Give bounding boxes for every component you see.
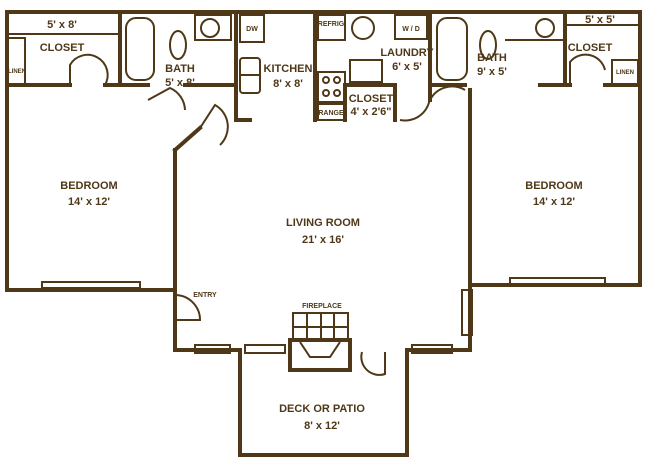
- bedroom-left-size: 14' x 12': [68, 196, 110, 208]
- labels: 5' x 8' CLOSET LINEN BATH 5' x 8' DW KIT…: [8, 14, 634, 432]
- wd-label: W / D: [402, 26, 420, 33]
- bedroom-right-label: BEDROOM: [525, 180, 582, 192]
- linen-right-shelf: [611, 59, 639, 86]
- bedroom-right-size: 14' x 12': [533, 196, 575, 208]
- tub-right: [436, 17, 468, 81]
- living-room-label: LIVING ROOM: [286, 217, 360, 229]
- closet-left-label: CLOSET: [40, 42, 85, 54]
- bath-left-size: 5' x 8': [165, 77, 195, 89]
- kitchen-label: KITCHEN: [264, 63, 313, 75]
- range: [317, 71, 346, 103]
- refrigerator: [317, 14, 346, 41]
- sink-right-icon: [535, 18, 555, 38]
- bath-right-size: 9' x 5': [477, 66, 507, 78]
- living-room-size: 21' x 16': [302, 234, 344, 246]
- toilet-left: [169, 30, 187, 60]
- sink-left-icon: [200, 18, 220, 38]
- laundry-counter: [349, 59, 383, 83]
- linen-left-label: LINEN: [8, 69, 26, 75]
- dw-label: DW: [246, 26, 258, 33]
- refrig-label: REFRIG: [318, 21, 345, 28]
- closet-right-size: 5' x 5': [585, 14, 615, 26]
- doors: [69, 53, 606, 376]
- linen-right-label: LINEN: [616, 70, 634, 76]
- washer-dryer: [394, 14, 428, 40]
- water-heater: [351, 16, 375, 40]
- range-label: RANGE: [318, 110, 344, 117]
- fireplace: [288, 312, 352, 372]
- patio-size: 8' x 12': [304, 420, 340, 432]
- entry-label: ENTRY: [193, 292, 217, 299]
- patio-label: DECK OR PATIO: [279, 403, 365, 415]
- linen-left-shelf: [6, 37, 26, 86]
- vanity-left: [194, 14, 232, 41]
- toilet-right: [479, 30, 497, 60]
- kitchen-size: 8' x 8': [273, 78, 303, 90]
- fixtures: [6, 14, 640, 121]
- dishwasher: [239, 14, 265, 43]
- laundry-label: LAUNDRY: [380, 47, 434, 59]
- closet-left-size: 5' x 8': [47, 19, 77, 31]
- windows: [41, 277, 606, 354]
- laundry-size: 6' x 5': [392, 61, 422, 73]
- bath-right-label: BATH: [477, 52, 507, 64]
- closet-mid-size: 4' x 2'6": [350, 106, 391, 118]
- bath-left-label: BATH: [165, 63, 195, 75]
- tub-left: [125, 17, 155, 81]
- bedroom-left-label: BEDROOM: [60, 180, 117, 192]
- closet-right-label: CLOSET: [568, 42, 613, 54]
- closet-mid-label: CLOSET: [349, 93, 394, 105]
- fireplace-label: FIREPLACE: [302, 303, 342, 310]
